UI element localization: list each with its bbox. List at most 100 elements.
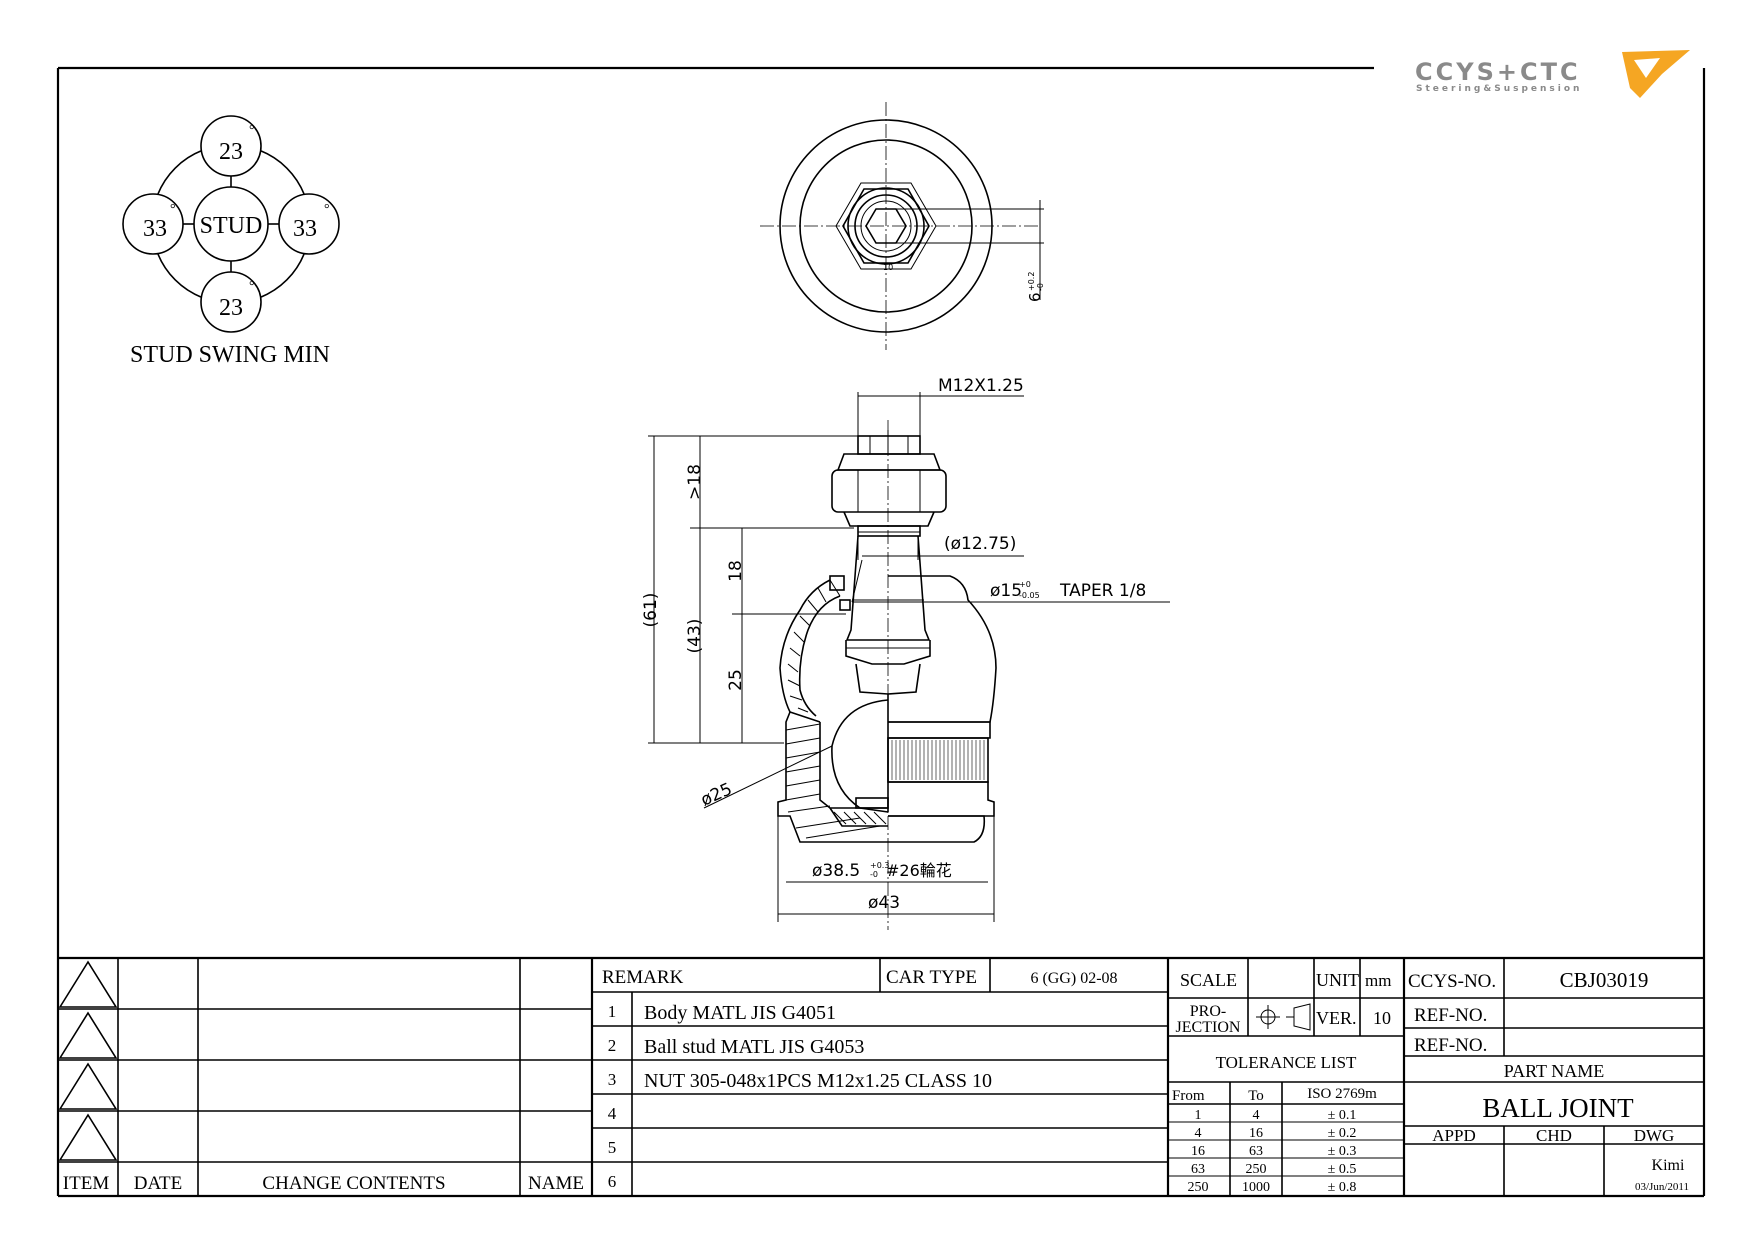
unit-label: UNIT xyxy=(1316,970,1359,990)
dim-ball-dia: ø25 xyxy=(698,779,735,810)
swing-top-degree: ° xyxy=(249,123,255,138)
swing-left-degree: ° xyxy=(170,202,176,217)
chd-label: CHD xyxy=(1536,1126,1572,1145)
dim-knurl-note: #26輪花 xyxy=(886,861,952,880)
logo-text: CCYS+CTC xyxy=(1415,58,1581,86)
dim-18-length: 18 xyxy=(726,560,746,582)
remark-no: 1 xyxy=(608,1002,617,1021)
logo-swoosh-icon xyxy=(1622,50,1690,98)
hex-small-label: 10 xyxy=(883,263,893,272)
remark-no: 6 xyxy=(608,1172,617,1191)
projection-label: PRO- xyxy=(1190,1003,1226,1020)
hex-tol-lower: -0 xyxy=(1036,283,1045,291)
remark-no: 3 xyxy=(608,1070,617,1089)
hex-width-dimension: 6 xyxy=(1026,292,1044,302)
ver-label: VER. xyxy=(1316,1008,1357,1028)
tol-cell: ± 0.3 xyxy=(1328,1144,1357,1159)
dim-knurl-tol-upper: +0.3 xyxy=(870,861,889,870)
rev-header-change: CHANGE CONTENTS xyxy=(262,1173,445,1194)
part-name-label: PART NAME xyxy=(1504,1061,1604,1081)
ccys-no-label: CCYS-NO. xyxy=(1408,971,1496,992)
remark-table: REMARK CAR TYPE 6 (GG) 02-08 1 Body MATL… xyxy=(602,967,1118,1191)
tol-cell: 1000 xyxy=(1242,1180,1270,1195)
swing-right-angle: 33 xyxy=(293,216,317,242)
tol-cell: 4 xyxy=(1253,1108,1260,1123)
top-view: 10 6 +0.2 -0 xyxy=(760,102,1045,350)
unit-value: mm xyxy=(1365,971,1391,990)
tol-cell: 250 xyxy=(1246,1162,1267,1177)
tol-cell: 1 xyxy=(1195,1108,1202,1123)
remark-text: NUT 305-048x1PCS M12x1.25 CLASS 10 xyxy=(644,1070,992,1092)
swing-right-degree: ° xyxy=(324,202,330,217)
dwg-label: DWG xyxy=(1634,1126,1675,1145)
projection-symbol-icon xyxy=(1256,1003,1311,1031)
tol-cell: ± 0.5 xyxy=(1328,1162,1357,1177)
spec-table: SCALE UNIT mm PRO- JECTION VER. 10 TOLER… xyxy=(1172,970,1391,1195)
tol-cell: ± 0.8 xyxy=(1328,1180,1357,1195)
tol-cell: ± 0.2 xyxy=(1328,1126,1357,1141)
tol-cell: 16 xyxy=(1249,1126,1263,1141)
ref-no-label-2: REF-NO. xyxy=(1414,1035,1487,1056)
dim-taper-main: ø15 xyxy=(990,581,1022,601)
tol-cell: 63 xyxy=(1191,1162,1205,1177)
projection-label: JECTION xyxy=(1176,1019,1241,1036)
ccys-no-value: CBJ03019 xyxy=(1560,968,1649,992)
remark-no: 5 xyxy=(608,1138,617,1157)
swing-top-angle: 23 xyxy=(219,139,243,165)
tol-header-from: From xyxy=(1172,1088,1205,1104)
dim-25-length: 25 xyxy=(726,669,746,691)
swing-caption: STUD SWING MIN xyxy=(130,342,330,368)
ver-value: 10 xyxy=(1373,1008,1391,1028)
tol-header-iso: ISO 2769m xyxy=(1307,1086,1377,1102)
dim-taper-tol-upper: +0 xyxy=(1019,580,1031,589)
logo-tagline: Steering&Suspension xyxy=(1416,84,1582,94)
dim-knurl-tol-lower: -0 xyxy=(870,870,878,879)
ref-no-label-1: REF-NO. xyxy=(1414,1005,1487,1026)
tol-cell: 250 xyxy=(1188,1180,1209,1195)
remark-no: 4 xyxy=(608,1104,617,1123)
tolerance-title: TOLERANCE LIST xyxy=(1216,1053,1357,1072)
remark-text: Ball stud MATL JIS G4053 xyxy=(644,1036,864,1058)
title-block-frame xyxy=(58,956,1704,1196)
side-view: M12X1.25 (61) >18 (43) 18 25 (ø12.75) xyxy=(641,376,1170,930)
tol-cell: 4 xyxy=(1195,1126,1202,1141)
tol-header-to: To xyxy=(1248,1088,1264,1104)
car-type-label: CAR TYPE xyxy=(886,967,977,988)
revision-table: ITEM DATE CHANGE CONTENTS NAME xyxy=(63,1173,584,1194)
car-type-value: 6 (GG) 02-08 xyxy=(1030,970,1117,987)
part-name: BALL JOINT xyxy=(1482,1093,1634,1123)
swing-left-angle: 33 xyxy=(143,216,167,242)
drawing-date: 03/Jun/2011 xyxy=(1635,1181,1689,1193)
remark-header: REMARK xyxy=(602,967,684,988)
swing-bottom-angle: 23 xyxy=(219,295,243,321)
company-logo: CCYS+CTC Steering&Suspension xyxy=(1415,50,1690,98)
hex-tol-upper: +0.2 xyxy=(1027,272,1036,291)
dim-total-length: (61) xyxy=(641,593,661,628)
swing-bottom-degree: ° xyxy=(249,279,255,294)
swing-center-label: STUD xyxy=(200,213,263,239)
dim-taper-small: (ø12.75) xyxy=(944,534,1016,554)
knurl-pattern xyxy=(891,740,985,780)
dim-taper-ratio: TAPER 1/8 xyxy=(1059,581,1146,601)
logo-swoosh-inner-icon xyxy=(1634,58,1660,78)
dim-43-length: (43) xyxy=(685,619,705,654)
drawn-by: Kimi xyxy=(1652,1157,1685,1174)
title-block: CCYS-NO. CBJ03019 REF-NO. REF-NO. PART N… xyxy=(1408,968,1689,1193)
stud-swing-diagram: STUD 23 ° 23 ° 33 ° 33 ° STUD SWING MIN xyxy=(122,115,340,368)
rev-header-date: DATE xyxy=(134,1173,183,1194)
dim-thread: M12X1.25 xyxy=(938,376,1024,396)
dim-taper-tol-lower: -0.05 xyxy=(1019,591,1040,600)
scale-label: SCALE xyxy=(1180,970,1237,990)
rev-header-item: ITEM xyxy=(63,1173,110,1194)
dim-top-length: >18 xyxy=(685,464,705,500)
appd-label: APPD xyxy=(1432,1126,1475,1145)
rev-header-name: NAME xyxy=(528,1173,584,1194)
tol-cell: 16 xyxy=(1191,1144,1205,1159)
dim-body-dia: ø43 xyxy=(868,893,900,913)
tol-cell: 63 xyxy=(1249,1144,1263,1159)
tol-cell: ± 0.1 xyxy=(1328,1108,1357,1123)
remark-no: 2 xyxy=(608,1036,617,1055)
dim-knurl-dia: ø38.5 xyxy=(812,861,860,881)
remark-text: Body MATL JIS G4051 xyxy=(644,1002,836,1024)
